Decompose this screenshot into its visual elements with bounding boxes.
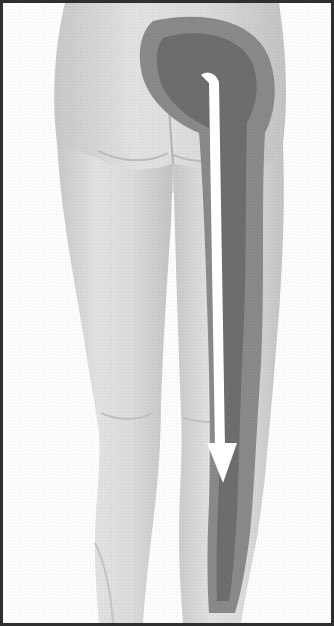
grain-overlay [3, 3, 331, 623]
legs-illustration [3, 3, 331, 623]
